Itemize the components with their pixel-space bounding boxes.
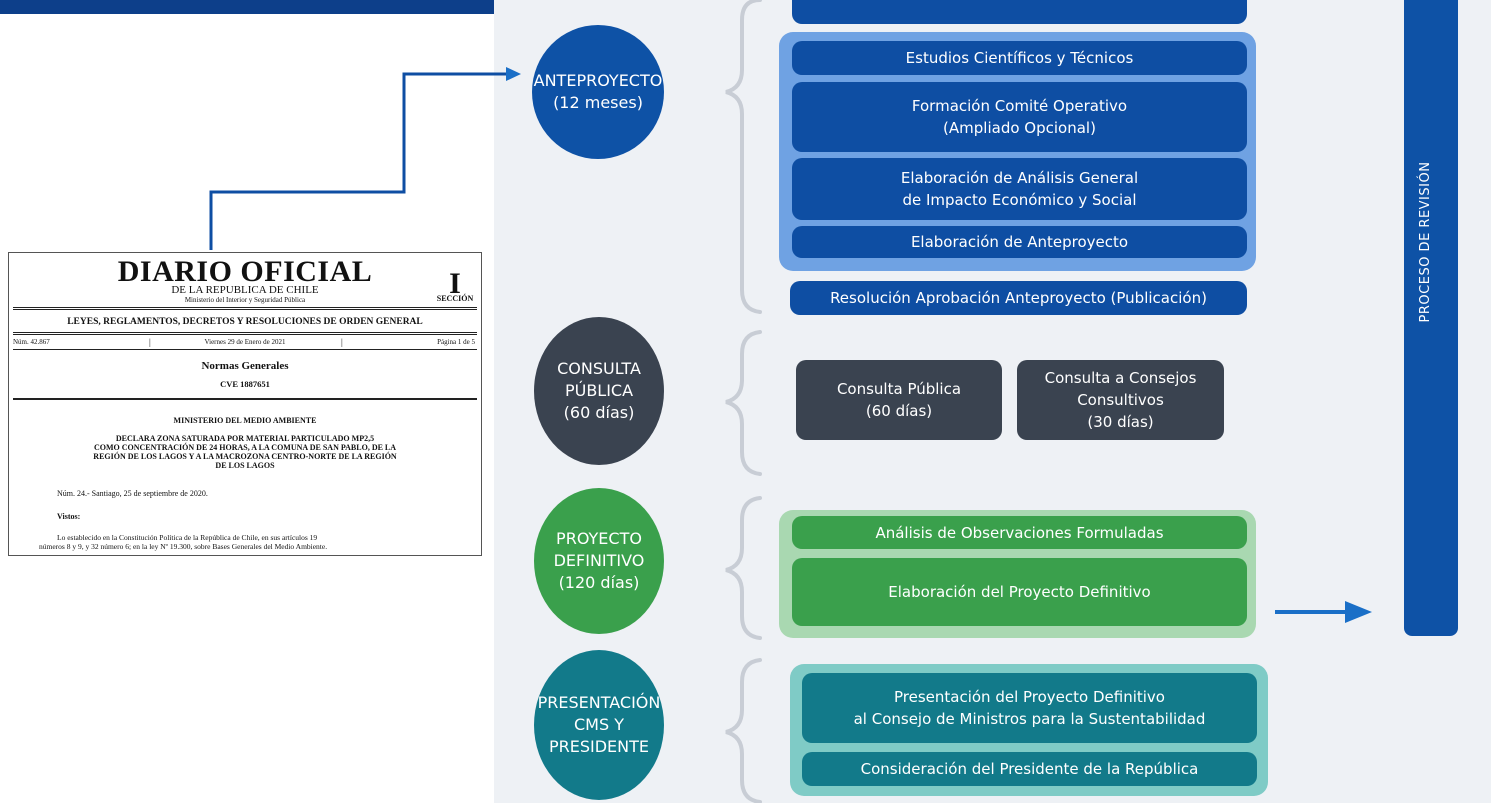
step-text: Análisis de Observaciones Formuladas — [875, 523, 1164, 542]
document-category: Normas Generales — [201, 360, 289, 372]
phase-label-line: DEFINITIVO — [553, 551, 645, 570]
step-text: Consideración del Presidente de la Repúb… — [860, 760, 1199, 778]
decree-line: DECLARA ZONA SATURADA POR MATERIAL PARTI… — [115, 434, 375, 443]
connector-arrowhead — [506, 67, 521, 81]
phase-label-line: PRESIDENTE — [548, 737, 650, 756]
phase-presentacion: PRESENTACIÓN CMS Y PRESIDENTE — [534, 650, 664, 800]
phase-label-line: ANTEPROYECTO — [533, 71, 663, 90]
step-consulta-publica: Consulta Pública (60 días) — [796, 360, 1002, 440]
document-cve: CVE 1887651 — [220, 379, 270, 389]
brace-consulta — [725, 330, 762, 476]
step-text: Formación Comité Operativo — [911, 97, 1128, 115]
phase-label-line: CMS Y — [574, 715, 624, 734]
step-text: (Ampliado Opcional) — [943, 119, 1096, 137]
issue-date: Viernes 29 de Enero de 2021 — [204, 338, 286, 346]
step-text: Elaboración de Análisis General — [900, 169, 1139, 187]
phase-consulta-publica: CONSULTA PÚBLICA (60 días) — [534, 317, 664, 465]
revision-bar — [1404, 0, 1458, 636]
issue-number: Núm. 42.867 — [13, 338, 50, 346]
step-text: (30 días) — [1087, 413, 1154, 431]
brace-definitivo — [725, 496, 762, 640]
document-rule — [13, 398, 477, 400]
decree-line: COMO CONCENTRACIÓN DE 24 HORAS, A LA COM… — [93, 443, 397, 452]
decree-title: DECLARA ZONA SATURADA POR MATERIAL PARTI… — [9, 434, 481, 470]
document-body-line: números 8 y 9, y 32 número 6; en la ley … — [39, 542, 328, 551]
step-text: Presentación del Proyecto Definitivo — [893, 688, 1165, 706]
document-rule — [13, 307, 477, 310]
step-consulta-consejos: Consulta a Consejos Consultivos (30 días… — [1017, 360, 1224, 440]
step-consideracion-presidente: Consideración del Presidente de la Repúb… — [802, 752, 1257, 786]
decree-line: REGIÓN DE LOS LAGOS Y A LA MACROZONA CEN… — [93, 452, 397, 461]
step-elaboracion-definitivo: Elaboración del Proyecto Definitivo — [792, 558, 1247, 626]
step-analisis-observaciones: Análisis de Observaciones Formuladas — [792, 516, 1247, 549]
decree-number-line: Núm. 24.- Santiago, 25 de septiembre de … — [57, 489, 208, 498]
step-text: de Impacto Económico y Social — [902, 191, 1137, 209]
phase-label-line: (12 meses) — [553, 93, 643, 112]
phase-label-line: PRESENTACIÓN — [537, 693, 661, 712]
document-ministry: MINISTERIO DEL MEDIO AMBIENTE — [173, 416, 317, 425]
revision-arrowhead — [1345, 601, 1372, 623]
step-text: Estudios Científicos y Técnicos — [905, 49, 1134, 67]
step-text: Resolución Aprobación Anteproyecto (Publ… — [830, 289, 1207, 307]
divider: | — [341, 337, 343, 347]
phase-label-line: CONSULTA — [557, 359, 641, 378]
braces — [725, 0, 762, 803]
section-number: I — [449, 267, 461, 300]
phase-label-line: (120 días) — [558, 573, 640, 592]
document-ministry-small: Ministerio del Interior y Seguridad Públ… — [184, 296, 306, 304]
phase-label-line: PÚBLICA — [564, 381, 634, 400]
step-text: Elaboración de Anteproyecto — [910, 233, 1129, 251]
phase-anteproyecto: ANTEPROYECTO (12 meses) — [532, 25, 664, 159]
phase-label-line: PROYECTO — [556, 529, 642, 548]
step-text: Consulta Pública — [836, 380, 962, 398]
brace-anteproyecto — [725, 0, 762, 314]
step-elaboracion-anteproyecto: Elaboración de Anteproyecto — [792, 226, 1247, 258]
brace-presentacion — [725, 658, 762, 803]
step-text: Consulta a Consejos — [1044, 369, 1197, 387]
page-number: Página 1 de 5 — [437, 338, 475, 346]
diario-oficial-document: DIARIO OFICIAL DE LA REPUBLICA DE CHILE … — [8, 252, 482, 556]
step-presentacion-cms: Presentación del Proyecto Definitivo al … — [802, 673, 1257, 743]
document-rule — [13, 332, 477, 335]
revision-label: PROCESO DE REVISIÓN — [1418, 161, 1433, 323]
divider: | — [149, 337, 151, 347]
section-label: SECCIÓN — [436, 294, 474, 303]
step-analisis-impacto: Elaboración de Análisis General de Impac… — [792, 158, 1247, 220]
step-estudios: Estudios Científicos y Técnicos — [792, 41, 1247, 75]
header-bar — [0, 0, 494, 14]
step-text: (60 días) — [865, 402, 933, 420]
step-text: al Consejo de Ministros para la Sustenta… — [853, 710, 1206, 728]
decree-line: DE LOS LAGOS — [215, 461, 275, 470]
document-title: DIARIO OFICIAL — [117, 255, 373, 288]
phase-label-line: (60 días) — [563, 403, 635, 422]
document-body-line: Lo establecido en la Constitución Políti… — [57, 533, 318, 542]
step-text: Consultivos — [1077, 391, 1164, 409]
step-comite: Formación Comité Operativo (Ampliado Opc… — [792, 82, 1247, 152]
step-resolucion: Resolución Aprobación Anteproyecto (Publ… — [790, 281, 1247, 315]
top-step-box — [792, 0, 1247, 24]
phase-proyecto-definitivo: PROYECTO DEFINITIVO (120 días) — [534, 488, 664, 634]
document-banner: LEYES, REGLAMENTOS, DECRETOS Y RESOLUCIO… — [67, 317, 423, 327]
document-connector — [209, 72, 510, 250]
document-rule — [13, 349, 477, 350]
document-subtitle: DE LA REPUBLICA DE CHILE — [171, 284, 319, 296]
step-text: Elaboración del Proyecto Definitivo — [888, 583, 1151, 601]
vistos-label: Vistos: — [57, 512, 81, 521]
